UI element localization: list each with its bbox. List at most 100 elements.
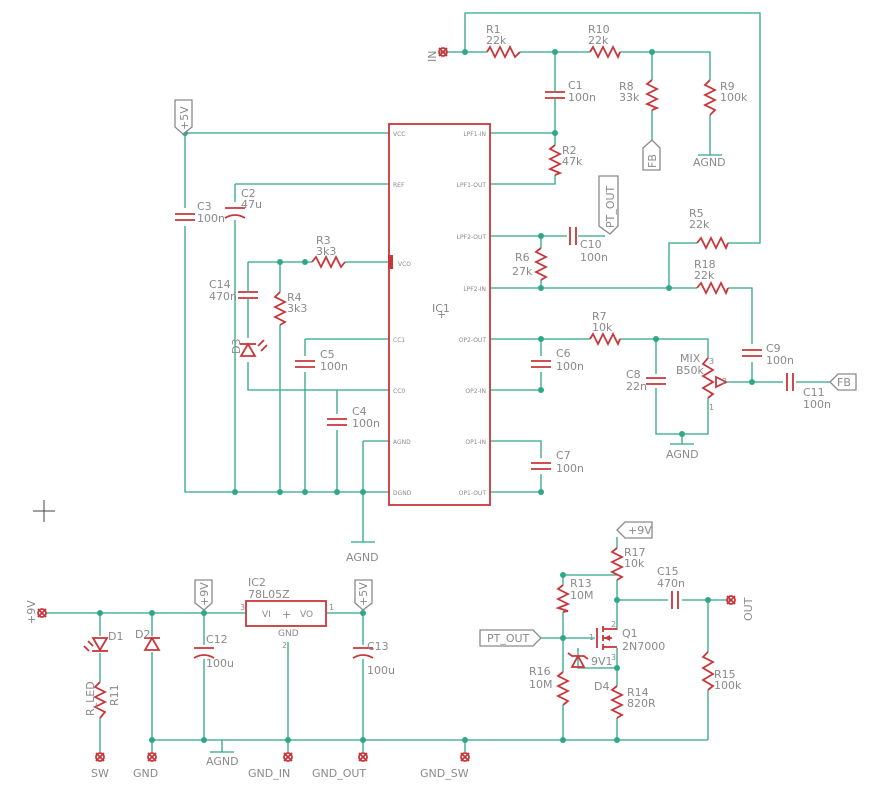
svg-text:R14: R14 (627, 686, 649, 699)
svg-text:C13: C13 (367, 640, 389, 653)
svg-text:PT_OUT: PT_OUT (487, 632, 530, 645)
svg-text:GND: GND (133, 767, 158, 780)
pad-gnd-sw: GND_SW (420, 752, 470, 780)
svg-text:1: 1 (709, 403, 714, 412)
resistor-r17: R17 10k (609, 546, 646, 581)
svg-text:SW: SW (91, 767, 109, 780)
svg-text:R5: R5 (689, 207, 704, 220)
svg-text:47k: 47k (562, 155, 583, 168)
svg-text:R1: R1 (486, 23, 501, 36)
ic2-origin-mark: + (282, 608, 291, 621)
pin-ref: REF (393, 182, 405, 189)
potentiometer-mix: MIX B50k 3 2 1 (676, 352, 729, 412)
ic2-pin1: 1 (329, 603, 334, 612)
agnd-ic1: AGND (346, 541, 379, 564)
ic1-left-pins: VCC REF VCO CC1 CC0 AGND DGND (393, 131, 412, 497)
ic1-origin-mark: + (437, 308, 446, 321)
ic2-gnd: GND (278, 629, 299, 639)
svg-text:GND_IN: GND_IN (248, 767, 290, 780)
resistor-r7: R7 10k (589, 310, 621, 347)
svg-text:470n: 470n (209, 290, 237, 303)
pad-sw: SW (91, 752, 109, 780)
svg-text:R7: R7 (592, 310, 607, 323)
svg-text:AGND: AGND (693, 156, 726, 169)
svg-text:R8: R8 (619, 80, 634, 93)
svg-text:100k: 100k (720, 91, 748, 104)
svg-text:C8: C8 (626, 368, 641, 381)
pin-op2-in: OP2-IN (465, 388, 486, 395)
zener-d4: 9V1 D4 (567, 652, 613, 693)
resistor-r14: R14 820R (609, 685, 656, 719)
svg-text:47u: 47u (241, 198, 262, 211)
transistor-q1: Q1 2N7000 2 3 1 (589, 620, 665, 662)
flag-pt-out-top: PT_OUT (598, 175, 619, 235)
capacitors: C1 100n C2 47u C3 100n C14 470n C5 100n (175, 79, 831, 677)
resistor-r10: R10 22k (588, 23, 621, 60)
resistor-r6: R6 27k (512, 247, 549, 281)
capacitor-c15: C15 470n (657, 565, 685, 609)
svg-text:C7: C7 (556, 449, 571, 462)
pin-lpf1-out: LPF1-OUT (457, 182, 487, 189)
resistor-r3: R3 3k3 (311, 234, 346, 270)
agnd-pot: AGND (666, 443, 699, 461)
svg-text:C10: C10 (580, 238, 602, 251)
pin-op1-in: OP1-IN (465, 439, 486, 446)
svg-text:R10: R10 (588, 23, 610, 36)
svg-text:GND_SW: GND_SW (420, 767, 469, 780)
svg-text:1: 1 (589, 633, 594, 642)
flag-plus9v-buffer: +9V (616, 521, 653, 539)
svg-text:2N7000: 2N7000 (622, 640, 665, 653)
capacitor-c14: C14 470n (209, 278, 258, 303)
pad-in: IN (426, 47, 448, 62)
pin-cc1: CC1 (393, 337, 405, 344)
svg-text:100n: 100n (568, 91, 596, 104)
diodes: D3 D1 D2 9V1 D4 (83, 339, 613, 693)
svg-text:FB: FB (646, 154, 659, 168)
supply-flags: +5V +9V +5V +9V FB FB PT_OUT (174, 99, 857, 647)
pin-dgnd: DGND (393, 490, 412, 497)
pad-gnd-in: GND_IN (248, 752, 293, 780)
pin-op1-out: OP1-OUT (459, 490, 487, 497)
svg-text:AGND: AGND (346, 551, 379, 564)
svg-text:C14: C14 (209, 278, 231, 291)
resistor-r8: R8 33k (619, 79, 660, 111)
svg-text:100k: 100k (714, 679, 742, 692)
pin-lpf2-out: LPF2-OUT (457, 234, 487, 241)
svg-text:100n: 100n (352, 417, 380, 430)
flag-fb-right: FB (829, 373, 857, 391)
svg-text:D4: D4 (594, 680, 609, 693)
svg-text:10k: 10k (592, 321, 613, 334)
agnd-r9: AGND (693, 154, 726, 169)
capacitor-c4: C4 100n (327, 405, 380, 430)
svg-text:C9: C9 (766, 342, 781, 355)
svg-text:33k: 33k (619, 91, 640, 104)
svg-text:C1: C1 (568, 79, 583, 92)
ic1-right-pins: LPF1-IN LPF1-OUT LPF2-OUT LPF2-IN OP2-OU… (457, 131, 487, 497)
svg-text:R15: R15 (714, 668, 736, 681)
capacitor-c11: C11 100n (786, 373, 831, 411)
flag-plus5v-in: +9V (194, 579, 213, 611)
svg-text:IN: IN (426, 51, 439, 62)
ic2-pin3: 3 (240, 603, 245, 612)
resistor-r4: R4 3k3 (272, 291, 307, 326)
svg-text:3: 3 (611, 653, 616, 662)
ic2-pin2: 2 (282, 641, 287, 650)
svg-text:C4: C4 (352, 405, 367, 418)
svg-text:FB: FB (837, 376, 851, 389)
svg-text:+9V: +9V (628, 524, 652, 537)
capacitor-c6: C6 100n (531, 347, 584, 373)
capacitor-c8: C8 22n (626, 368, 666, 393)
svg-text:OUT: OUT (742, 597, 755, 621)
resistor-r15: R15 100k (701, 651, 742, 692)
svg-text:C11: C11 (803, 386, 825, 399)
svg-text:100n: 100n (766, 354, 794, 367)
svg-text:2: 2 (722, 377, 727, 386)
resistor-r9: R9 100k (702, 79, 748, 116)
resistor-r5: R5 22k (689, 207, 729, 251)
svg-text:C2: C2 (241, 187, 256, 200)
capacitor-c1: C1 100n (545, 79, 596, 104)
pin-lpf2-in: LPF2-IN (463, 286, 486, 293)
svg-text:22n: 22n (626, 380, 647, 393)
ic2: IC2 78L05Z VI VO GND + 3 1 2 (240, 576, 334, 650)
pin-lpf1-in: LPF1-IN (463, 131, 486, 138)
